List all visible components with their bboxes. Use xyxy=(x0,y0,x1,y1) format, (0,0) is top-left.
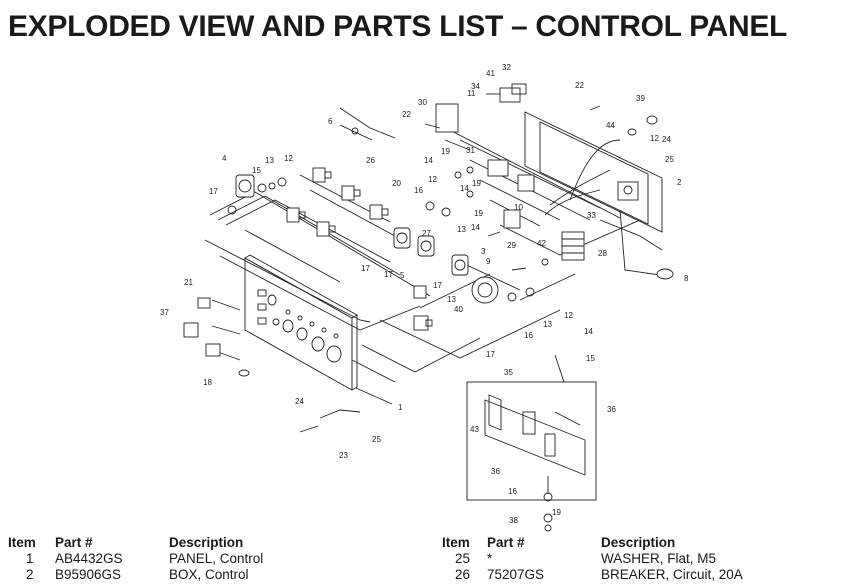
svg-text:39: 39 xyxy=(636,94,645,103)
svg-text:13: 13 xyxy=(265,156,274,165)
svg-text:35: 35 xyxy=(504,368,513,377)
svg-text:44: 44 xyxy=(606,121,615,130)
svg-text:34: 34 xyxy=(471,82,480,91)
svg-text:17: 17 xyxy=(433,281,442,290)
svg-text:40: 40 xyxy=(454,305,463,314)
svg-text:42: 42 xyxy=(537,239,546,248)
svg-text:33: 33 xyxy=(587,211,596,220)
svg-text:12: 12 xyxy=(428,175,437,184)
svg-text:11: 11 xyxy=(467,89,476,98)
svg-text:10: 10 xyxy=(514,203,523,212)
svg-text:16: 16 xyxy=(414,186,423,195)
part-number: B95906GS xyxy=(55,567,122,582)
svg-text:27: 27 xyxy=(422,229,431,238)
part-number-header-right: Part # xyxy=(487,535,525,550)
svg-text:20: 20 xyxy=(392,179,401,188)
part-number: * xyxy=(487,551,493,566)
svg-text:3: 3 xyxy=(481,247,486,256)
svg-text:9: 9 xyxy=(486,257,491,266)
svg-text:12: 12 xyxy=(284,154,293,163)
item-number: 25 xyxy=(455,551,471,566)
item-number: 2 xyxy=(26,567,34,582)
svg-text:19: 19 xyxy=(441,147,450,156)
svg-text:43: 43 xyxy=(470,425,479,434)
svg-text:1: 1 xyxy=(398,403,403,412)
svg-text:25: 25 xyxy=(372,435,381,444)
svg-text:23: 23 xyxy=(339,451,348,460)
part-number: AB4432GS xyxy=(55,551,123,566)
svg-text:32: 32 xyxy=(502,63,511,72)
item-header-right: Item xyxy=(442,535,470,550)
svg-text:25: 25 xyxy=(665,155,674,164)
svg-text:15: 15 xyxy=(586,354,595,363)
svg-text:17: 17 xyxy=(361,264,370,273)
svg-text:30: 30 xyxy=(418,98,427,107)
svg-text:26: 26 xyxy=(366,156,375,165)
svg-text:14: 14 xyxy=(460,184,469,193)
svg-text:12: 12 xyxy=(650,134,659,143)
item-number: 1 xyxy=(26,551,34,566)
part-description: BOX, Control xyxy=(169,567,249,582)
svg-text:5: 5 xyxy=(400,271,405,280)
description-header-right: Description xyxy=(601,535,676,550)
svg-text:17: 17 xyxy=(384,270,393,279)
svg-text:37: 37 xyxy=(160,308,169,317)
svg-text:14: 14 xyxy=(424,156,433,165)
svg-text:14: 14 xyxy=(471,223,480,232)
part-number: 75207GS xyxy=(487,567,545,582)
svg-text:6: 6 xyxy=(328,117,333,126)
svg-text:14: 14 xyxy=(584,327,593,336)
svg-text:2: 2 xyxy=(677,178,682,187)
svg-text:29: 29 xyxy=(507,241,516,250)
svg-text:22: 22 xyxy=(575,81,584,90)
svg-text:36: 36 xyxy=(491,467,500,476)
part-description: BREAKER, Circuit, 20A xyxy=(601,567,743,582)
item-number: 26 xyxy=(455,567,471,582)
svg-text:4: 4 xyxy=(222,154,227,163)
svg-text:19: 19 xyxy=(472,179,481,188)
svg-text:19: 19 xyxy=(474,209,483,218)
svg-text:15: 15 xyxy=(252,166,261,175)
svg-text:31: 31 xyxy=(466,146,475,155)
svg-text:16: 16 xyxy=(508,487,517,496)
svg-text:36: 36 xyxy=(607,405,616,414)
svg-text:8: 8 xyxy=(684,274,689,283)
svg-text:13: 13 xyxy=(447,295,456,304)
page-title: EXPLODED VIEW AND PARTS LIST – CONTROL P… xyxy=(8,10,788,43)
svg-text:18: 18 xyxy=(203,378,212,387)
svg-text:12: 12 xyxy=(564,311,573,320)
svg-text:17: 17 xyxy=(209,187,218,196)
svg-text:41: 41 xyxy=(486,69,495,78)
svg-text:38: 38 xyxy=(509,516,518,525)
part-description: PANEL, Control xyxy=(169,551,264,566)
svg-text:24: 24 xyxy=(662,135,671,144)
svg-text:13: 13 xyxy=(457,225,466,234)
item-header: Item xyxy=(8,535,36,550)
description-header: Description xyxy=(169,535,244,550)
svg-text:28: 28 xyxy=(598,249,607,258)
part-description: WASHER, Flat, M5 xyxy=(601,551,717,566)
svg-text:16: 16 xyxy=(524,331,533,340)
svg-text:19: 19 xyxy=(552,508,561,517)
svg-text:22: 22 xyxy=(402,110,411,119)
svg-text:13: 13 xyxy=(543,320,552,329)
part-number-header: Part # xyxy=(55,535,93,550)
svg-text:17: 17 xyxy=(486,350,495,359)
svg-text:21: 21 xyxy=(184,278,193,287)
svg-text:24: 24 xyxy=(295,397,304,406)
